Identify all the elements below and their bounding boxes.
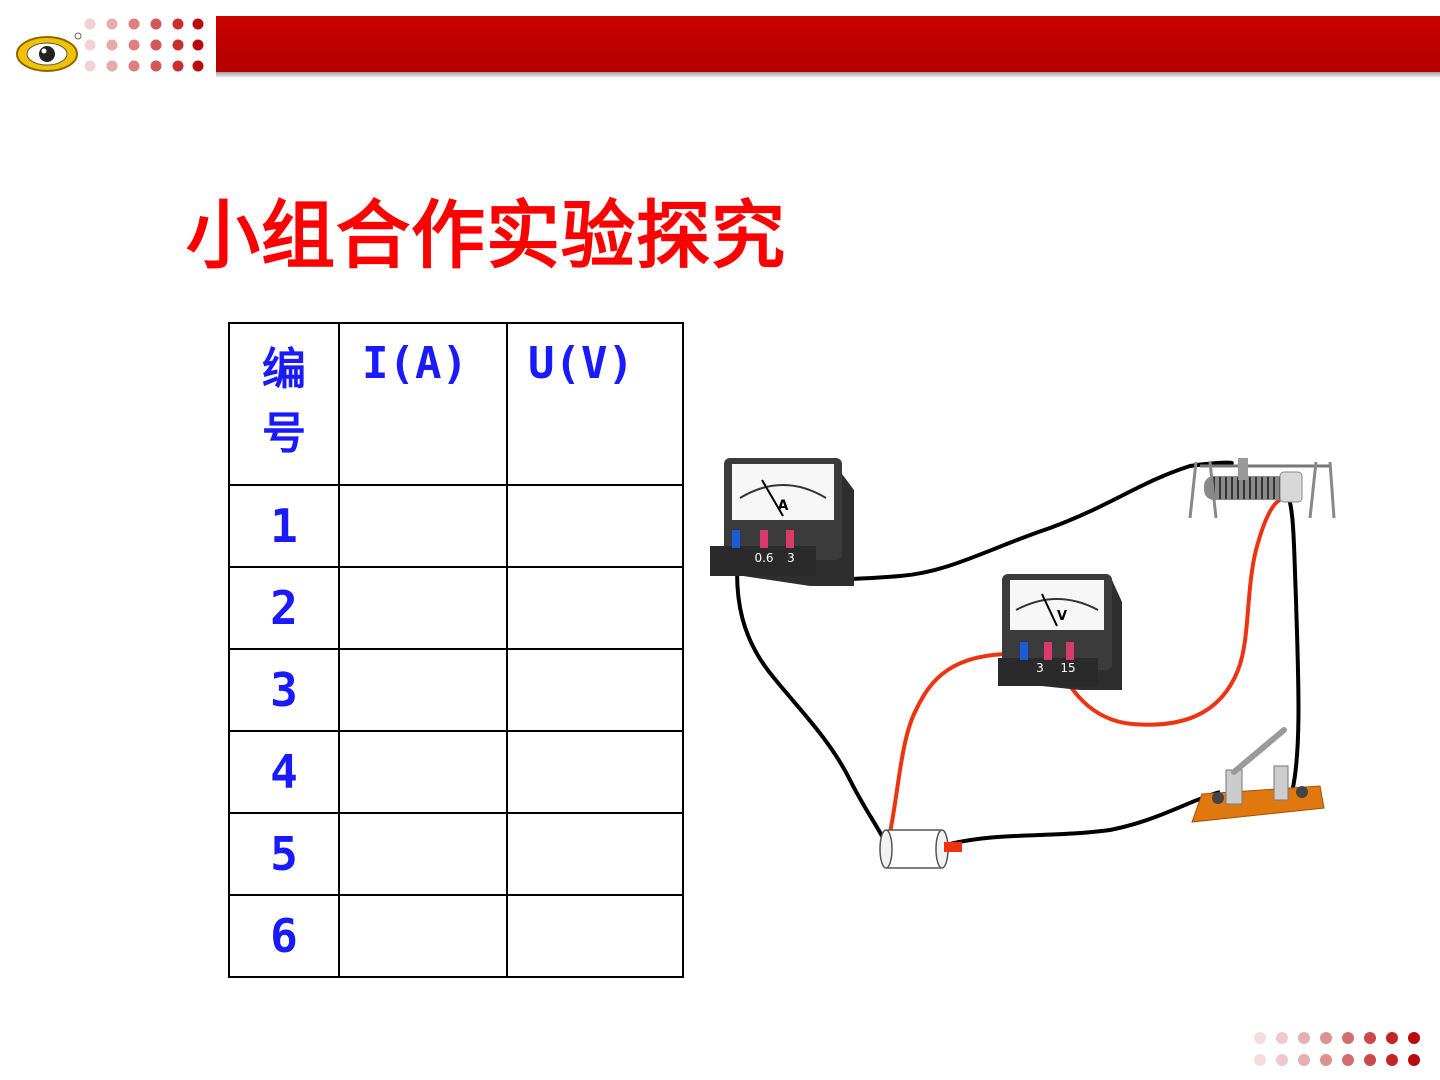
switch-icon bbox=[1191, 727, 1325, 823]
table-row: 4 bbox=[228, 730, 684, 814]
red-wires bbox=[886, 498, 1282, 843]
ammeter-letter: A bbox=[778, 498, 789, 514]
voltage-cell bbox=[506, 484, 684, 568]
current-cell bbox=[338, 812, 508, 896]
logo-icon bbox=[16, 32, 82, 72]
current-cell bbox=[338, 894, 508, 978]
black-wires bbox=[735, 460, 1301, 846]
voltage-cell bbox=[506, 648, 684, 732]
voltage-cell bbox=[506, 894, 684, 978]
row-number-cell: 2 bbox=[228, 566, 340, 650]
row-number-cell: 3 bbox=[228, 648, 340, 732]
current-cell bbox=[338, 566, 508, 650]
table-row: 1 bbox=[228, 484, 684, 568]
table-row: 5 bbox=[228, 812, 684, 896]
row-number-cell: 6 bbox=[228, 894, 340, 978]
row-number-cell: 4 bbox=[228, 730, 340, 814]
column-header-current: I(A) bbox=[338, 322, 508, 486]
header-bar bbox=[216, 16, 1440, 72]
ammeter-icon: A 0.6 3 bbox=[710, 458, 854, 586]
resistor-icon bbox=[879, 829, 962, 869]
voltmeter-terminal-low: 3 bbox=[1036, 661, 1044, 675]
voltage-cell bbox=[506, 730, 684, 814]
decorative-dots-icon bbox=[1254, 1032, 1420, 1066]
voltage-cell bbox=[506, 812, 684, 896]
ammeter-terminal-high: 3 bbox=[787, 551, 795, 565]
row-number-cell: 1 bbox=[228, 484, 340, 568]
column-header-number: 编号 bbox=[228, 322, 340, 486]
voltage-cell bbox=[506, 566, 684, 650]
voltmeter-terminal-high: 15 bbox=[1060, 661, 1075, 675]
table-row: 3 bbox=[228, 648, 684, 732]
table-row: 6 bbox=[228, 894, 684, 978]
voltmeter-letter: V bbox=[1057, 609, 1067, 624]
current-cell bbox=[338, 484, 508, 568]
slide-title: 小组合作实验探究 bbox=[186, 193, 786, 279]
header-bar-shadow bbox=[216, 72, 1440, 77]
voltmeter-icon: V 3 15 bbox=[998, 574, 1122, 690]
rheostat-icon bbox=[1188, 458, 1336, 519]
current-cell bbox=[338, 648, 508, 732]
data-table: 编号 I(A) U(V) 1 2 3 4 5 6 bbox=[228, 322, 684, 978]
table-header-row: 编号 I(A) U(V) bbox=[228, 322, 684, 486]
column-header-number-label: 编号 bbox=[262, 344, 306, 459]
row-number-cell: 5 bbox=[228, 812, 340, 896]
circuit-diagram: A 0.6 3 V 3 15 bbox=[710, 458, 1336, 869]
decorative-dots-icon bbox=[84, 18, 204, 72]
ammeter-terminal-low: 0.6 bbox=[754, 551, 773, 565]
slide-header bbox=[0, 0, 1440, 90]
current-cell bbox=[338, 730, 508, 814]
column-header-voltage: U(V) bbox=[506, 322, 684, 486]
table-row: 2 bbox=[228, 566, 684, 650]
